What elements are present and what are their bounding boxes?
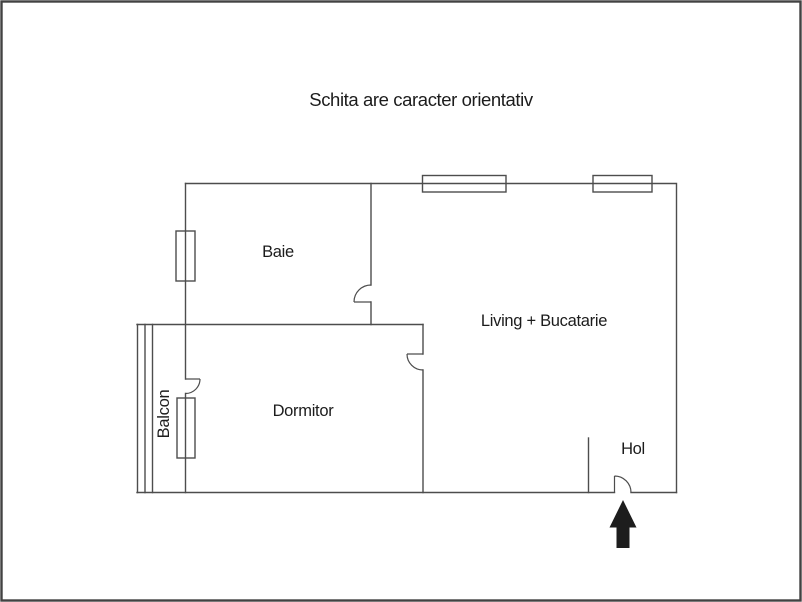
window-living-right [592,174,653,193]
room-label-balcon: Balcon [155,390,173,439]
window-balcony-door-glass [176,397,196,459]
window-baie [175,230,196,282]
door-balcony [185,378,201,395]
disclaimer-title: Schita are caracter orientativ [309,89,534,110]
room-label-living: Living + Bucatarie [481,312,607,330]
wall-top-right-exterior [184,182,678,494]
door-entrance [613,475,632,493]
door-baie [353,284,372,303]
room-label-dormitor: Dormitor [273,402,335,420]
room-label-hol: Hol [621,440,645,458]
room-label-baie: Baie [262,243,294,261]
door-dormitor [406,353,424,371]
balcony-railing-lines [136,323,154,494]
window-living-left [421,174,507,193]
entrance-arrow-icon [609,500,637,548]
